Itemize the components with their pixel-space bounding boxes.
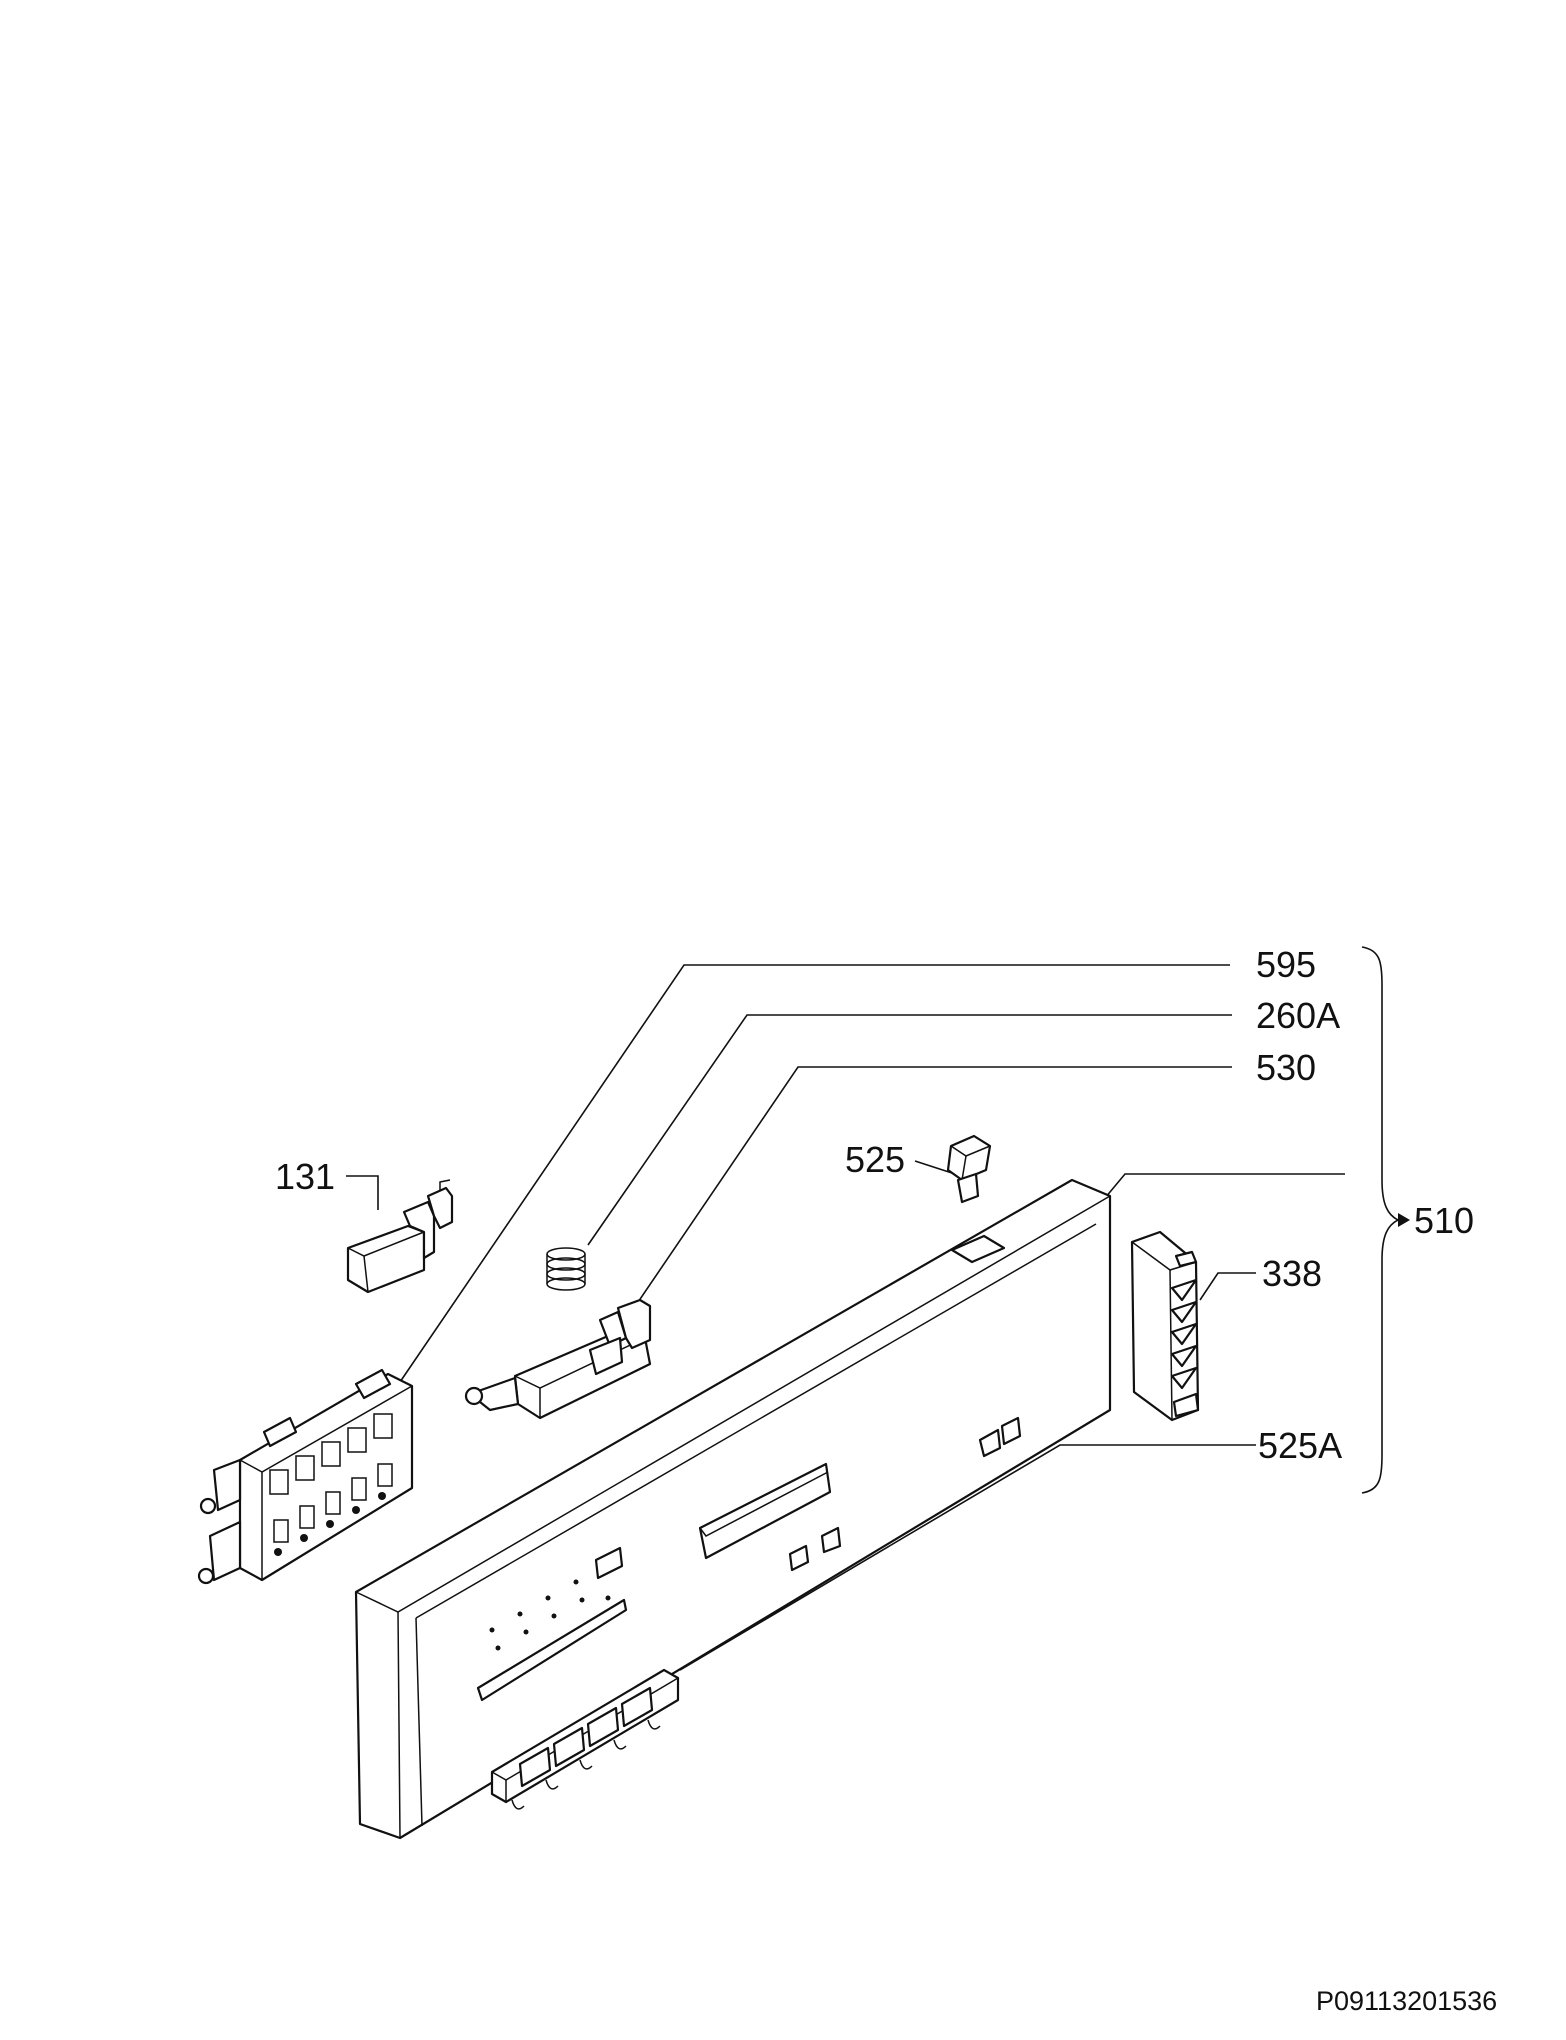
- leader-338: [1199, 1272, 1256, 1301]
- leader-525: [914, 1160, 956, 1175]
- label-525A: 525A: [1258, 1425, 1342, 1466]
- leader-510-housing: [1104, 1173, 1345, 1199]
- label-595: 595: [1256, 944, 1316, 985]
- leader-131: [346, 1175, 379, 1210]
- part-131-bracket: [346, 1179, 454, 1294]
- brace-510: [1361, 946, 1400, 1494]
- label-525: 525: [845, 1139, 905, 1180]
- drawing-reference-number: P09113201536: [1316, 1986, 1497, 2016]
- leader-530: [633, 1066, 1232, 1309]
- leader-525A: [679, 1444, 1256, 1671]
- label-338: 338: [1262, 1253, 1322, 1294]
- leader-595: [399, 964, 1230, 1383]
- part-530-latch: [464, 1298, 652, 1420]
- part-260A-spring: [546, 1247, 586, 1291]
- part-338-end-cap: [1130, 1230, 1200, 1422]
- label-131: 131: [275, 1156, 335, 1197]
- part-595-electronic-module: [197, 1368, 414, 1585]
- label-260A: 260A: [1256, 995, 1340, 1036]
- part-510-control-panel: [354, 1178, 1112, 1840]
- label-530: 530: [1256, 1047, 1316, 1088]
- part-525A-button-strip: [490, 1668, 680, 1810]
- label-510: 510: [1414, 1200, 1474, 1241]
- part-525-knob: [946, 1134, 992, 1204]
- brace-arrow: [1398, 1213, 1410, 1227]
- leader-lines: [346, 964, 1345, 1671]
- leader-260A: [587, 1014, 1232, 1246]
